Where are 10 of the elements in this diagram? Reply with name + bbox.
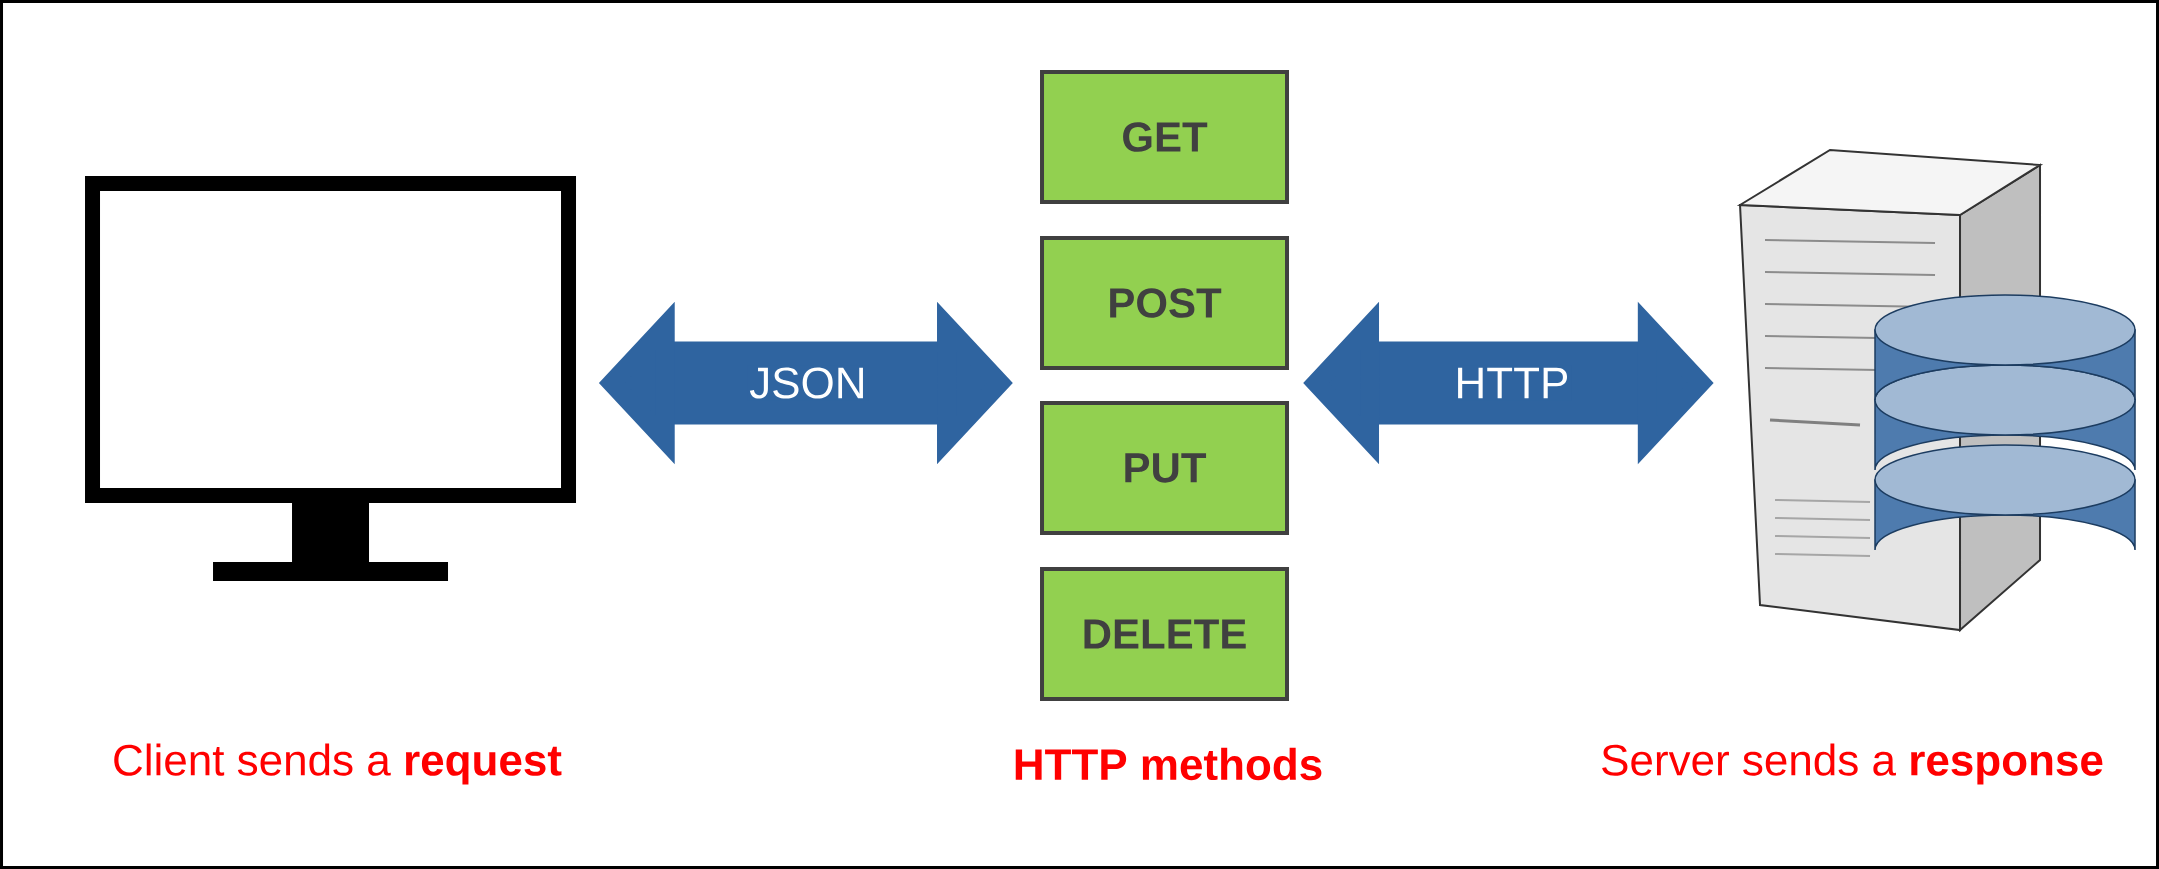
caption: HTTP methods	[1015, 747, 1322, 781]
method-box: GET	[1040, 70, 1289, 204]
edge-label: JSON	[747, 365, 869, 401]
edge-label: HTTP	[1452, 365, 1572, 401]
monitor-drawing	[85, 176, 576, 581]
node-label: Client sends a request	[114, 743, 562, 785]
method-box: POST	[1040, 236, 1289, 370]
method-box: DELETE	[1040, 567, 1289, 701]
node-label: Server sends a response	[1602, 743, 2103, 785]
method-box: PUT	[1040, 401, 1289, 535]
